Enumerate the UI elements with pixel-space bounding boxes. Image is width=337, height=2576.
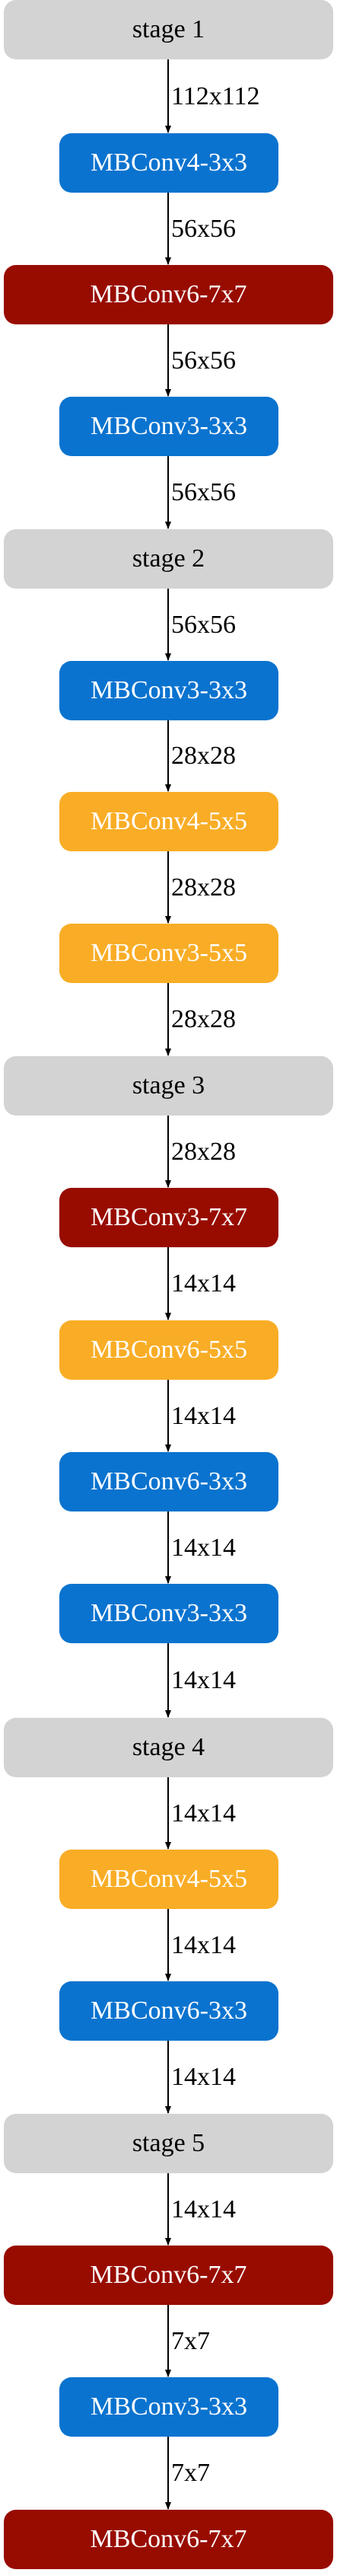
edge-label-16: 14x14: [171, 2195, 236, 2223]
edge-label-4: 56x56: [171, 610, 236, 639]
block-node-19: MBConv6-7x7: [4, 2510, 333, 2569]
edge-label-1: 56x56: [171, 214, 236, 243]
edge-label-2: 56x56: [171, 346, 236, 375]
edge-label-6: 28x28: [171, 873, 236, 902]
stage-node-4: stage 2: [4, 529, 333, 589]
edge-label-15: 14x14: [171, 2063, 236, 2091]
edge-label-17: 7x7: [171, 2326, 210, 2355]
stage-node-16: stage 5: [4, 2114, 333, 2173]
block-node-18: MBConv3-3x3: [59, 2377, 278, 2437]
edge-label-7: 28x28: [171, 1005, 236, 1033]
block-node-6: MBConv4-5x5: [59, 792, 278, 851]
edge-label-18: 7x7: [171, 2459, 210, 2487]
edge-label-13: 14x14: [171, 1799, 236, 1827]
block-node-11: MBConv6-3x3: [59, 1452, 278, 1511]
edge-label-0: 112x112: [171, 81, 260, 110]
block-node-10: MBConv6-5x5: [59, 1320, 278, 1380]
stage-node-13: stage 4: [4, 1718, 333, 1777]
block-node-3: MBConv3-3x3: [59, 397, 278, 456]
block-node-12: MBConv3-3x3: [59, 1584, 278, 1643]
block-node-17: MBConv6-7x7: [4, 2246, 333, 2305]
edge-label-3: 56x56: [171, 478, 236, 506]
block-node-2: MBConv6-7x7: [4, 265, 333, 324]
edge-label-5: 28x28: [171, 742, 236, 770]
block-node-15: MBConv6-3x3: [59, 1981, 278, 2041]
block-node-14: MBConv4-5x5: [59, 1850, 278, 1909]
edge-label-12: 14x14: [171, 1666, 236, 1694]
edge-label-14: 14x14: [171, 1930, 236, 1959]
block-node-5: MBConv3-3x3: [59, 661, 278, 720]
block-node-7: MBConv3-5x5: [59, 924, 278, 983]
edge-label-10: 14x14: [171, 1401, 236, 1430]
edge-label-8: 28x28: [171, 1137, 236, 1166]
block-node-9: MBConv3-7x7: [59, 1188, 278, 1247]
stage-node-0: stage 1: [4, 0, 333, 59]
stage-node-8: stage 3: [4, 1056, 333, 1116]
edge-label-9: 14x14: [171, 1269, 236, 1298]
edge-label-11: 14x14: [171, 1533, 236, 1562]
block-node-1: MBConv4-3x3: [59, 133, 278, 193]
